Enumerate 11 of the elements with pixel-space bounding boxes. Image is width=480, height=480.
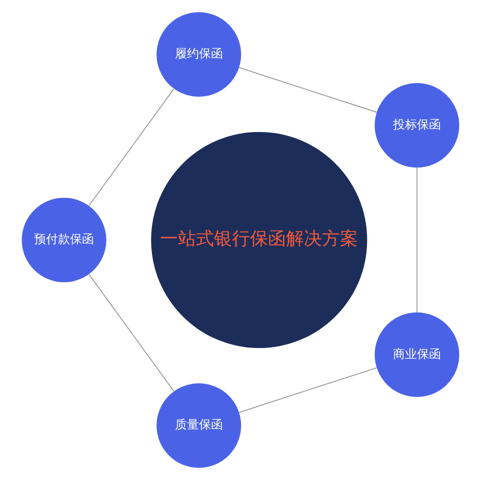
connector [88, 88, 174, 206]
connector [88, 274, 174, 392]
node-circle: 预付款保函 [21, 198, 106, 282]
connector [416, 167, 417, 313]
connector [238, 67, 377, 113]
node-circle: 商业保函 [374, 312, 459, 397]
node-circle: 质量保函 [156, 383, 241, 468]
node-circle: 履约保函 [156, 12, 241, 97]
connector [238, 367, 377, 413]
node-circle: 投标保函 [374, 83, 459, 168]
node-circle: 一站式银行保函解决方案 [150, 132, 367, 348]
